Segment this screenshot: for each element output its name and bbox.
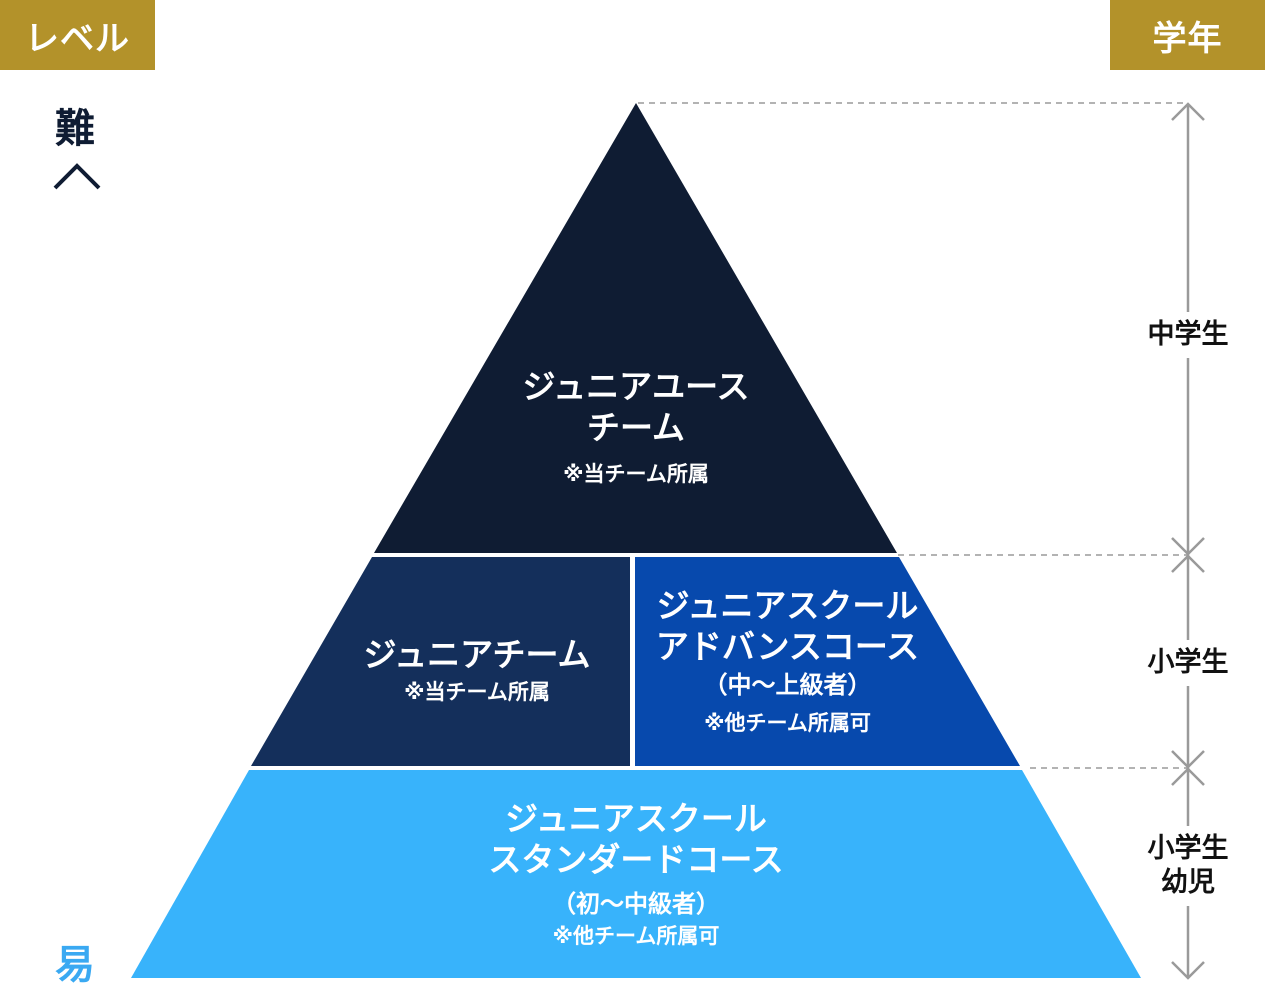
tier-middle-right-title-2: アドバンスコース	[655, 627, 920, 667]
tier-top-label: ジュニアユース チーム ※当チーム所属	[486, 366, 786, 487]
tier-bottom-note: ※他チーム所属可	[552, 923, 720, 948]
tier-middle-right-note: ※他チーム所属可	[704, 710, 871, 735]
tier-middle-right-level: （中〜上級者）	[703, 670, 872, 699]
level-tag: レベル	[0, 0, 155, 70]
axis-hard-label: 難	[55, 106, 95, 152]
tier-top-shape	[374, 103, 897, 553]
tier-middle-left-title: ジュニアチーム	[363, 635, 591, 674]
tier-top-title-1: ジュニアユース	[522, 367, 750, 406]
tier-bottom-title-1: ジュニアスクール	[505, 799, 767, 838]
tier-middle-right-label: ジュニアスクール アドバンスコース （中〜上級者） ※他チーム所属可	[640, 585, 935, 736]
grade-bottom-line-2: 幼児	[1161, 866, 1215, 898]
level-axis-arrowhead	[53, 163, 101, 190]
tier-middle-left-note: ※当チーム所属	[404, 680, 550, 705]
grade-middle-label: 小学生	[1140, 640, 1236, 686]
tier-bottom-level: （初〜中級者）	[552, 889, 720, 918]
tier-bottom-label: ジュニアスクール スタンダードコース （初〜中級者） ※他チーム所属可	[456, 798, 816, 949]
tier-middle-right-shape	[635, 557, 1020, 766]
grade-bottom-label: 小学生 幼児	[1140, 826, 1236, 906]
tier-middle-left-shape	[251, 557, 630, 766]
tier-middle-right-title-1: ジュニアスクール	[656, 586, 919, 625]
grade-top-label: 中学生	[1140, 312, 1236, 358]
grade-tag: 学年	[1110, 0, 1265, 70]
grade-bottom-line-1: 小学生	[1147, 833, 1229, 864]
tier-bottom-title-2: スタンダードコース	[488, 840, 784, 880]
tier-top-title-2: チーム	[586, 408, 685, 448]
tier-top-note: ※当チーム所属	[563, 461, 709, 486]
tier-bottom-shape	[131, 770, 1141, 978]
axis-easy-label: 易	[55, 942, 95, 988]
tier-middle-left-label: ジュニアチーム ※当チーム所属	[332, 634, 622, 706]
